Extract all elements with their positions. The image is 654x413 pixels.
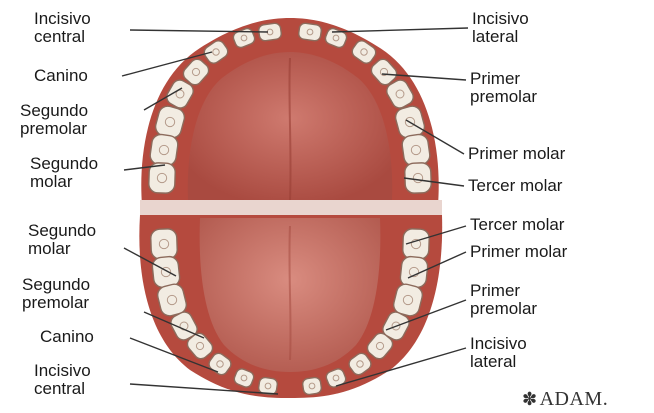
label-text: Primer bbox=[470, 70, 537, 88]
label-text: central bbox=[34, 380, 91, 398]
label-text: Primer molar bbox=[468, 145, 565, 163]
upper-arch bbox=[141, 18, 438, 205]
upper-incisor-central-right bbox=[298, 23, 322, 42]
label-upper-tercer-molar: Tercer molar bbox=[468, 177, 562, 195]
label-upper-segundo-molar: Segundo molar bbox=[30, 155, 98, 191]
label-upper-incisivo-lateral: Incisivo lateral bbox=[472, 10, 529, 46]
label-text: premolar bbox=[20, 120, 88, 138]
logo-text: ADAM. bbox=[540, 388, 609, 410]
label-lower-segundo-molar: Segundo molar bbox=[28, 222, 96, 258]
label-text: Primer molar bbox=[470, 243, 567, 261]
lower-molar-2-right bbox=[400, 256, 429, 289]
label-text: Incisivo bbox=[470, 335, 527, 353]
lower-incisor-central-right bbox=[302, 377, 322, 395]
label-upper-canino: Canino bbox=[34, 67, 88, 85]
label-text: Incisivo bbox=[34, 362, 91, 380]
label-text: Primer bbox=[470, 282, 537, 300]
label-text: Tercer molar bbox=[468, 177, 562, 195]
label-lower-segundo-premolar: Segundo premolar bbox=[22, 276, 90, 312]
label-text: Incisivo bbox=[472, 10, 529, 28]
label-text: molar bbox=[28, 240, 96, 258]
label-text: Segundo bbox=[20, 102, 88, 120]
upper-molar-2-right bbox=[401, 133, 431, 166]
asterisk-star-icon: ✽ bbox=[522, 389, 538, 409]
lower-molar-2 bbox=[152, 256, 181, 289]
label-lower-canino: Canino bbox=[40, 328, 94, 346]
label-lower-incisivo-central: Incisivo central bbox=[34, 362, 91, 398]
label-text: premolar bbox=[470, 88, 537, 106]
label-text: premolar bbox=[470, 300, 537, 318]
label-lower-tercer-molar: Tercer molar bbox=[470, 216, 564, 234]
label-text: Canino bbox=[34, 67, 88, 85]
palate-ridge bbox=[289, 58, 290, 200]
label-text: Segundo bbox=[22, 276, 90, 294]
label-upper-primer-premolar: Primer premolar bbox=[470, 70, 537, 106]
adam-logo: ✽ADAM. bbox=[522, 388, 608, 411]
lower-arch bbox=[139, 215, 442, 398]
label-upper-incisivo-central: Incisivo central bbox=[34, 10, 91, 46]
leader-upper-incisivo-lateral bbox=[332, 28, 468, 32]
upper-molar-2 bbox=[149, 133, 179, 166]
label-text: lateral bbox=[472, 28, 529, 46]
label-text: Segundo bbox=[30, 155, 98, 173]
label-upper-primer-molar: Primer molar bbox=[468, 145, 565, 163]
label-lower-incisivo-lateral: Incisivo lateral bbox=[470, 335, 527, 371]
lower-molar-3 bbox=[150, 229, 177, 260]
label-text: Tercer molar bbox=[470, 216, 564, 234]
label-text: Canino bbox=[40, 328, 94, 346]
label-text: premolar bbox=[22, 294, 90, 312]
label-lower-primer-molar: Primer molar bbox=[470, 243, 567, 261]
label-text: Segundo bbox=[28, 222, 96, 240]
label-text: lateral bbox=[470, 353, 527, 371]
label-lower-primer-premolar: Primer premolar bbox=[470, 282, 537, 318]
label-text: molar bbox=[30, 173, 98, 191]
label-text: central bbox=[34, 28, 91, 46]
label-upper-segundo-premolar: Segundo premolar bbox=[20, 102, 88, 138]
tongue-midline bbox=[289, 226, 290, 360]
label-text: Incisivo bbox=[34, 10, 91, 28]
